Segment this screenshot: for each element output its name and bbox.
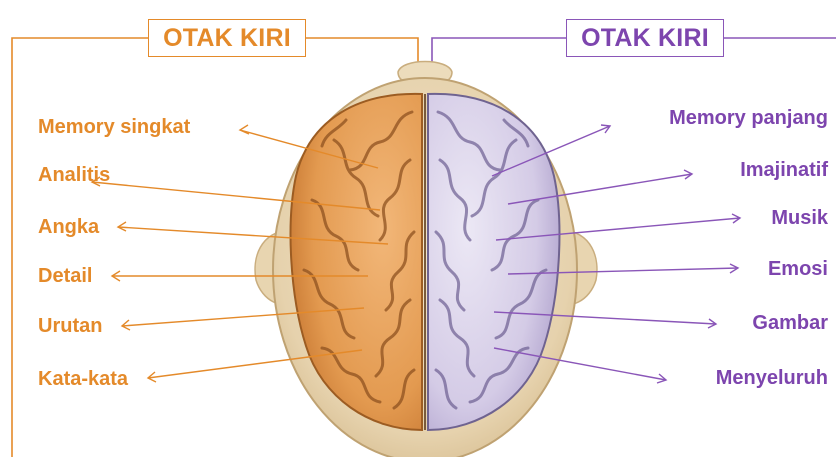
label-urutan: Urutan — [38, 314, 102, 338]
label-analitis: Analitis — [38, 163, 110, 187]
label-angka: Angka — [38, 215, 99, 239]
label-emosi: Emosi — [768, 257, 828, 281]
label-kata-kata: Kata-kata — [38, 367, 128, 391]
label-memory-singkat: Memory singkat — [38, 115, 190, 139]
label-memory-panjang: Memory panjang — [669, 106, 828, 130]
label-detail: Detail — [38, 264, 92, 288]
left-title: OTAK KIRI — [148, 19, 306, 57]
label-gambar: Gambar — [752, 311, 828, 335]
right-title: OTAK KIRI — [566, 19, 724, 57]
label-menyeluruh: Menyeluruh — [716, 366, 828, 390]
label-imajinatif: Imajinatif — [740, 158, 828, 182]
label-musik: Musik — [771, 206, 828, 230]
